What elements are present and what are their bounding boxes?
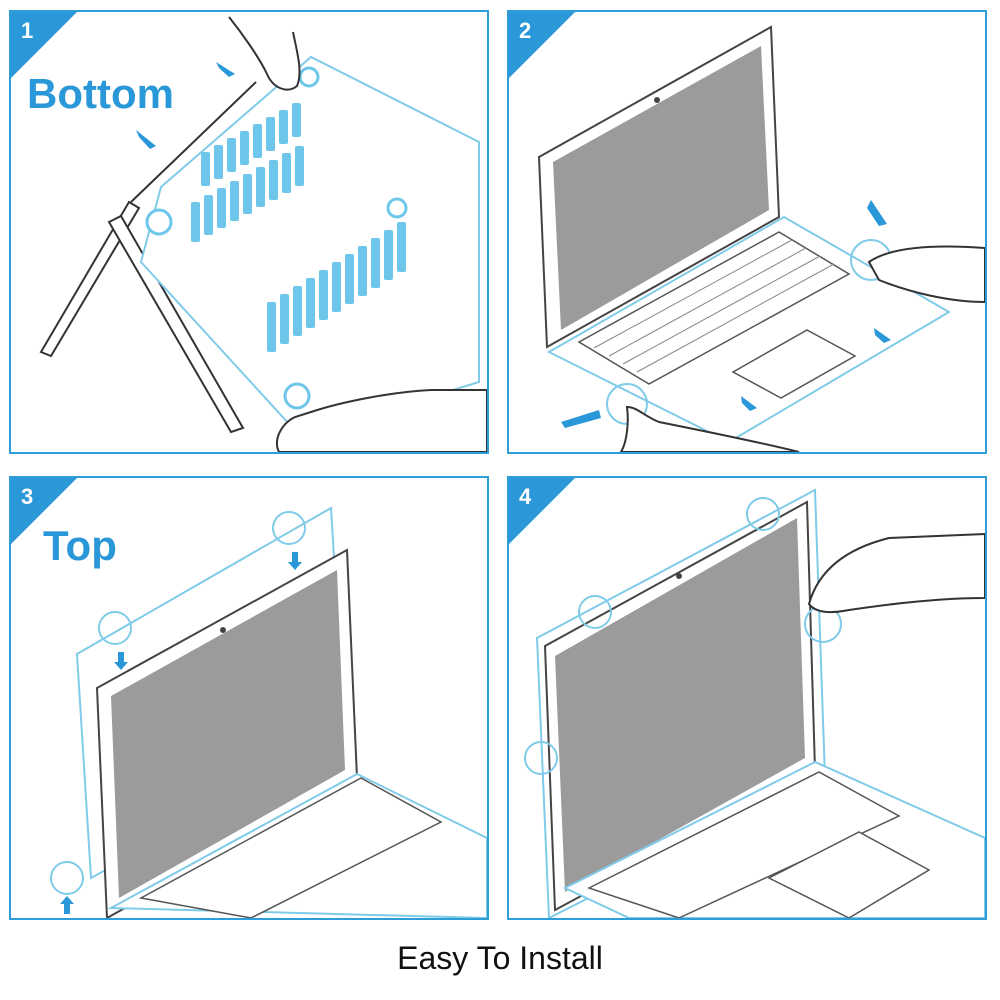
hand-icon [228, 16, 301, 91]
step-number: 1 [21, 18, 34, 43]
arrow-icon [60, 552, 302, 914]
step-number-badge [509, 12, 575, 78]
laptop-keyboard-side-illustration [537, 25, 985, 452]
hand-icon [807, 532, 985, 613]
step-3-panel: 3 Top [9, 476, 489, 920]
hand-icon [619, 405, 800, 452]
hand-icon [867, 245, 985, 304]
step-number: 4 [519, 484, 532, 509]
laptop-bottom-case-illustration [39, 16, 487, 452]
step-label: Bottom [27, 70, 174, 117]
step-label: Top [43, 522, 117, 569]
click-indicator-icon [524, 497, 842, 775]
step-number-badge [509, 478, 575, 544]
click-indicator-icon [50, 511, 306, 895]
step-2-panel: 2 [507, 10, 987, 454]
hand-icon [276, 389, 487, 452]
step-number: 3 [21, 484, 34, 509]
step-1-panel: 1 Bottom [9, 10, 489, 454]
caption: Easy To Install [397, 940, 603, 976]
laptop-top-case-snapped-illustration [524, 488, 985, 918]
arrow-icon [561, 200, 891, 428]
step-4-panel: 4 [507, 476, 987, 920]
laptop-top-case-illustration [50, 506, 487, 918]
arrow-icon [136, 62, 235, 149]
step-number-badge [11, 12, 77, 78]
step-number-badge [11, 478, 77, 544]
step-number: 2 [519, 18, 532, 43]
